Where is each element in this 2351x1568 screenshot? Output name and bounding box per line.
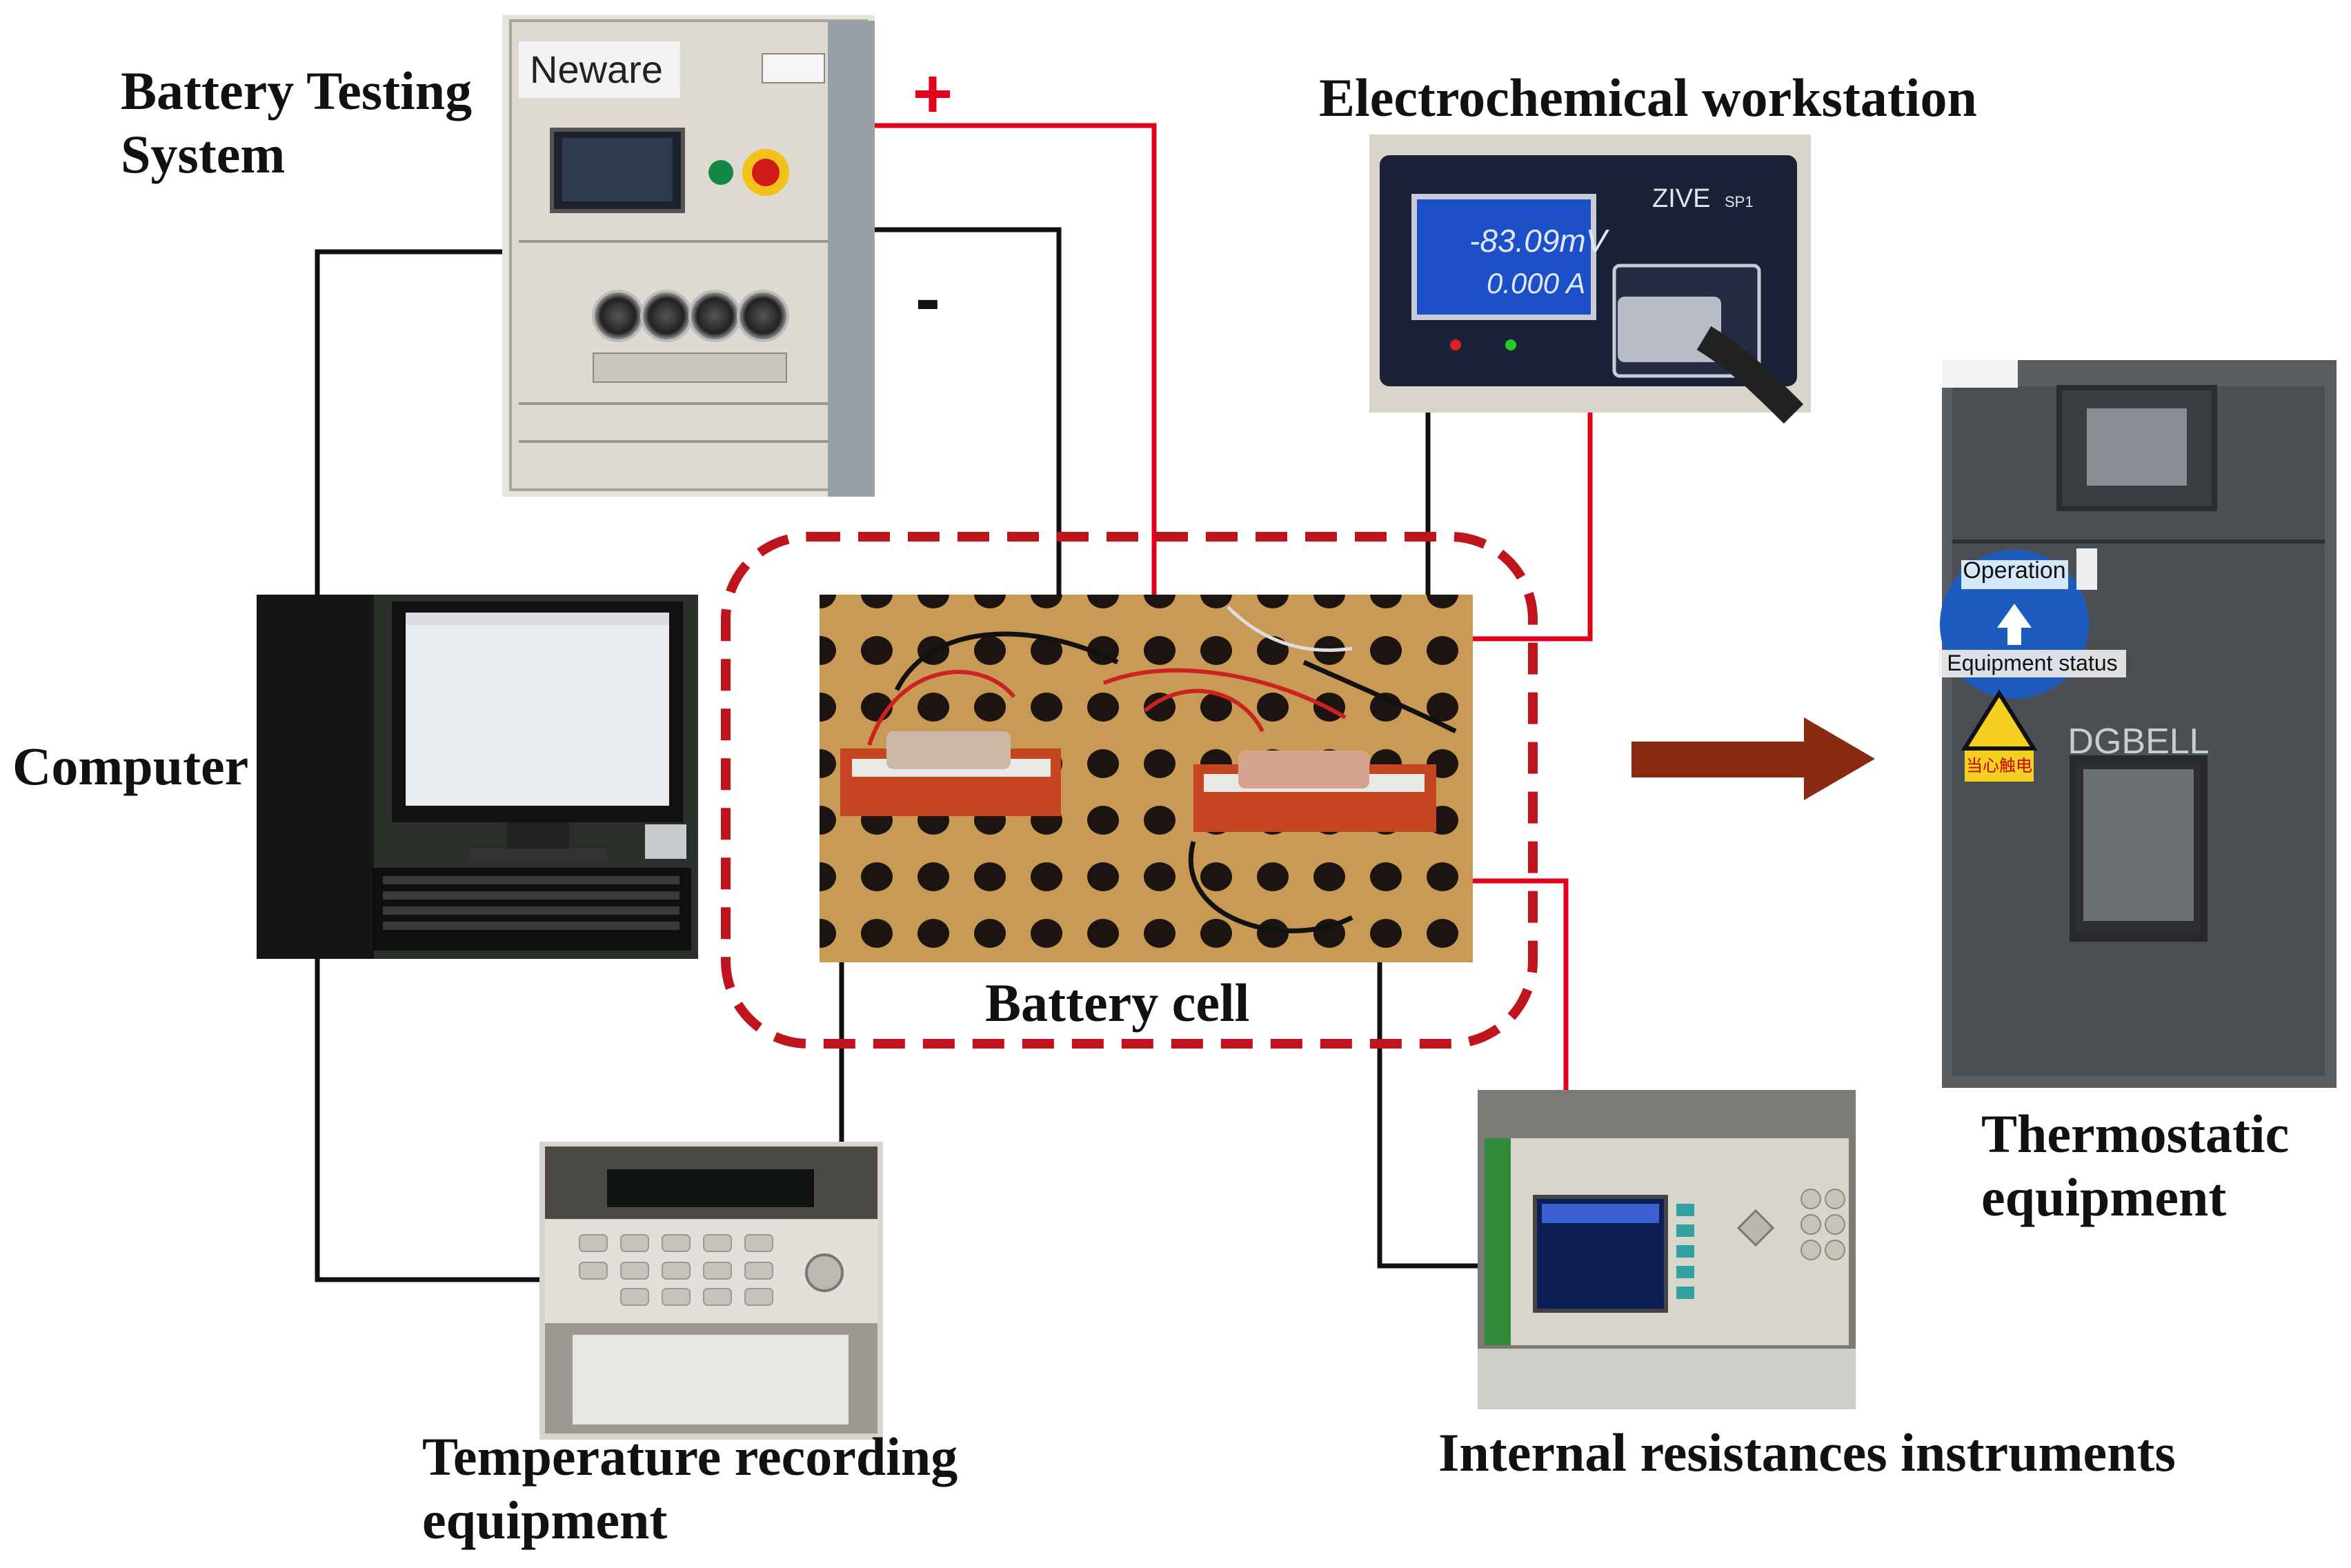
- thermostatic-equipment-photo: [1938, 360, 2337, 1088]
- computer-photo: [257, 595, 698, 959]
- wire-bts-negative: [875, 227, 1062, 595]
- wire-resistance-red: [1473, 878, 1569, 1090]
- zive-voltage-readout: -83.09mV: [1469, 223, 1610, 259]
- shock-warning-text: 当心触电: [1966, 757, 2032, 775]
- red-wires: [875, 123, 1593, 1090]
- positive-polarity-mark: +: [913, 55, 953, 132]
- computer-label: Computer: [12, 736, 249, 796]
- battery-cell-label: Battery cell: [985, 973, 1250, 1033]
- wire-computer-to-temp: [315, 959, 539, 1282]
- thermostatic-equipment-label-line2: equipment: [1981, 1167, 2227, 1228]
- wire-ew-red: [1473, 413, 1593, 642]
- zive-current-readout: 0.000 A: [1487, 267, 1585, 299]
- internal-resistance-instrument-photo: [1478, 1090, 1856, 1409]
- negative-polarity-mark: -: [915, 256, 941, 341]
- battery-testing-system-label-line1: Battery Testing: [121, 61, 473, 121]
- battery-testing-system-label-line2: System: [121, 124, 286, 185]
- electrochemical-workstation-label: Electrochemical workstation: [1319, 68, 1977, 128]
- electrochemical-workstation-photo: [1369, 135, 1811, 424]
- output-arrow-icon: [1631, 717, 1875, 800]
- operation-sign-text: Operation: [1963, 557, 2065, 584]
- battery-testing-system-photo: [502, 15, 875, 497]
- battery-testing-system-label: Battery Testing System: [121, 59, 472, 186]
- dgbell-brand-text: DGBELL: [2067, 722, 2209, 762]
- thermostatic-equipment-label: Thermostatic equipment: [1981, 1102, 2289, 1229]
- zive-brand-text: ZIVE: [1652, 184, 1710, 213]
- wire-cell-to-resistance: [1377, 962, 1478, 1269]
- battery-cell-dashed-boundary: [721, 532, 1538, 1049]
- temperature-recording-equipment-label-line2: equipment: [422, 1490, 668, 1551]
- wire-bts-positive: [875, 123, 1157, 595]
- neware-brand-text: Neware: [530, 48, 663, 91]
- black-wires: [315, 227, 1478, 1282]
- wire-bts-to-computer: [315, 249, 502, 595]
- thermostatic-equipment-label-line1: Thermostatic: [1981, 1104, 2290, 1164]
- battery-cell-photo: [820, 595, 1473, 962]
- internal-resistances-instruments-label: Internal resistances instruments: [1438, 1422, 2176, 1482]
- zive-model-text: SP1: [1725, 193, 1754, 210]
- temperature-recording-photo: [539, 1142, 883, 1440]
- equipment-status-sign-text: Equipment status: [1947, 651, 2117, 675]
- temperature-recording-equipment-label-line1: Temperature recording: [422, 1427, 958, 1487]
- temperature-recording-equipment-label: Temperature recording equipment: [422, 1425, 958, 1552]
